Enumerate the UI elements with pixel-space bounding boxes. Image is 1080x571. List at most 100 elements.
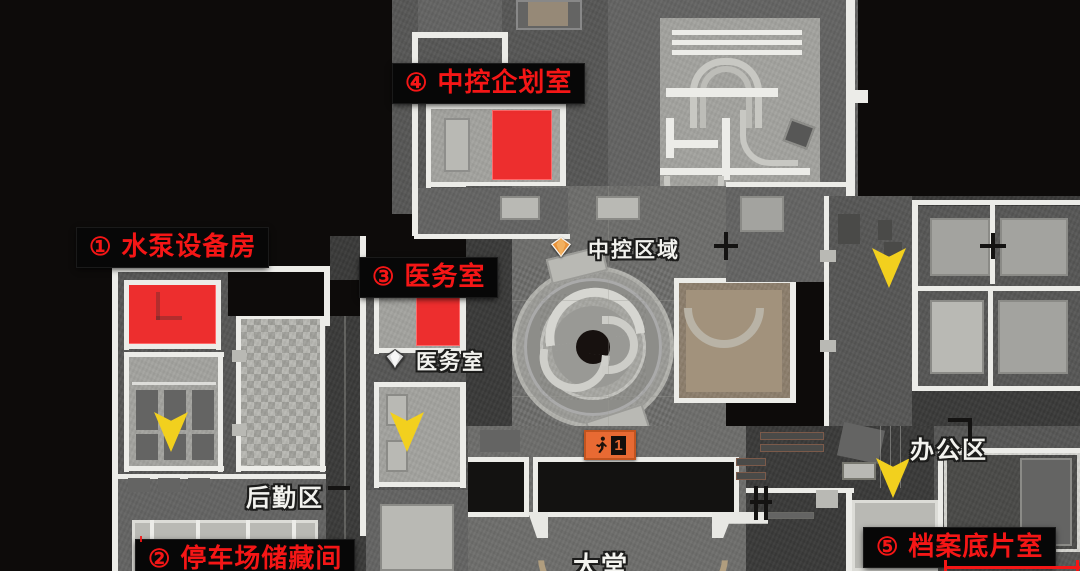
- white-gem-icon: [384, 348, 406, 370]
- exterior-wall: [360, 236, 366, 536]
- rotunda-balcony-c: [602, 316, 638, 374]
- spawn-point-1[interactable]: 1: [584, 430, 636, 460]
- grid-line: [466, 300, 726, 301]
- floor-gap-strip: [330, 236, 364, 280]
- grid-line: [900, 426, 901, 488]
- corridor-west: [324, 278, 366, 571]
- room-1-detail: [156, 292, 160, 320]
- wall: [374, 288, 379, 354]
- wall: [124, 280, 220, 285]
- wall: [124, 352, 224, 357]
- wall: [414, 234, 570, 239]
- grid-line: [344, 278, 346, 571]
- stair-line: [672, 30, 802, 35]
- void-northwest: [0, 0, 392, 236]
- mid-right-object: [740, 196, 784, 232]
- wall: [374, 382, 466, 387]
- logistics-door: [232, 424, 246, 436]
- wall: [218, 352, 223, 472]
- room-label-2-number: ②: [148, 545, 172, 571]
- room-1-highlight[interactable]: [128, 284, 216, 344]
- tick-mark: [968, 420, 972, 442]
- east-room-d: [998, 300, 1068, 374]
- wall: [744, 488, 854, 493]
- wall: [726, 182, 848, 187]
- se-object: [760, 432, 824, 440]
- wall-west: [426, 104, 431, 188]
- zone-label-control-area: 中控区域: [588, 239, 680, 262]
- bench-line: [666, 140, 718, 148]
- north-object: [596, 196, 640, 220]
- east-room-c: [930, 300, 984, 374]
- room-label-5-leader-tick: [1076, 560, 1079, 571]
- bench-line: [722, 118, 730, 180]
- wall: [460, 382, 466, 488]
- lobby-side-object: [736, 458, 766, 466]
- room-label-2-text: 停车场储藏间: [180, 543, 343, 571]
- wall: [216, 280, 221, 350]
- room-label-4[interactable]: ④ 中控企划室: [393, 64, 585, 104]
- wall: [988, 290, 993, 386]
- se-corner-node: [816, 490, 838, 508]
- room-label-4-number: ④: [405, 69, 429, 97]
- exterior-wall: [112, 266, 228, 272]
- room-4-subdivider: [444, 118, 470, 172]
- corridor-door: [820, 340, 836, 352]
- pump-unit: [192, 390, 214, 430]
- wall: [790, 278, 796, 403]
- corridor-object: [838, 214, 860, 244]
- void-west: [0, 236, 116, 571]
- wall: [912, 200, 918, 390]
- room-4-highlight[interactable]: [492, 110, 552, 180]
- room-label-5-leader-line: [944, 566, 1080, 569]
- room-3-highlight[interactable]: [416, 294, 460, 346]
- tick-mark: [764, 486, 768, 520]
- zone-label-logistics: 后勤区: [246, 485, 324, 512]
- rooftop-vent: [528, 2, 568, 26]
- grid-line: [880, 426, 881, 488]
- wall: [912, 286, 1080, 291]
- bench-line: [666, 118, 674, 158]
- wall: [320, 314, 325, 472]
- corridor-wall: [412, 36, 418, 236]
- tick-mark: [991, 233, 995, 259]
- wall-east: [560, 104, 566, 188]
- room-label-4-text: 中控企划室: [437, 67, 573, 97]
- wall: [674, 278, 679, 403]
- wall: [124, 280, 129, 350]
- wall: [938, 448, 943, 556]
- east-room-b: [1000, 218, 1068, 276]
- running-man-icon: [596, 436, 607, 454]
- floor-top-platform: [418, 0, 502, 32]
- pump-unit: [136, 390, 158, 430]
- door-gap: [846, 90, 868, 103]
- room-label-1-text: 水泵设备房: [121, 231, 257, 261]
- grid-line: [466, 396, 726, 397]
- wall: [124, 352, 129, 472]
- medbay-bed: [386, 394, 408, 426]
- lobby-void[interactable]: [538, 462, 734, 512]
- wall: [374, 348, 466, 353]
- stair-curve-c: [740, 110, 798, 166]
- north-object: [500, 196, 540, 220]
- lobby-void-west: [466, 462, 524, 512]
- stair-curve-b: [700, 66, 752, 128]
- pump-ledge: [128, 478, 150, 492]
- wall: [116, 474, 326, 479]
- exterior-wall: [324, 266, 330, 326]
- room-label-2[interactable]: ② 停车场储藏间: [136, 540, 355, 571]
- grid-line: [890, 426, 891, 488]
- bench-line: [666, 88, 778, 97]
- medbay-south-room: [380, 504, 454, 571]
- corridor-door: [820, 250, 836, 262]
- orange-gem-icon: [550, 236, 572, 258]
- room-label-2-leader-line: [140, 536, 142, 542]
- tick-mark: [328, 486, 350, 490]
- spawn-number: 1: [611, 435, 626, 455]
- wall: [374, 482, 466, 487]
- medbay-bed: [386, 440, 408, 472]
